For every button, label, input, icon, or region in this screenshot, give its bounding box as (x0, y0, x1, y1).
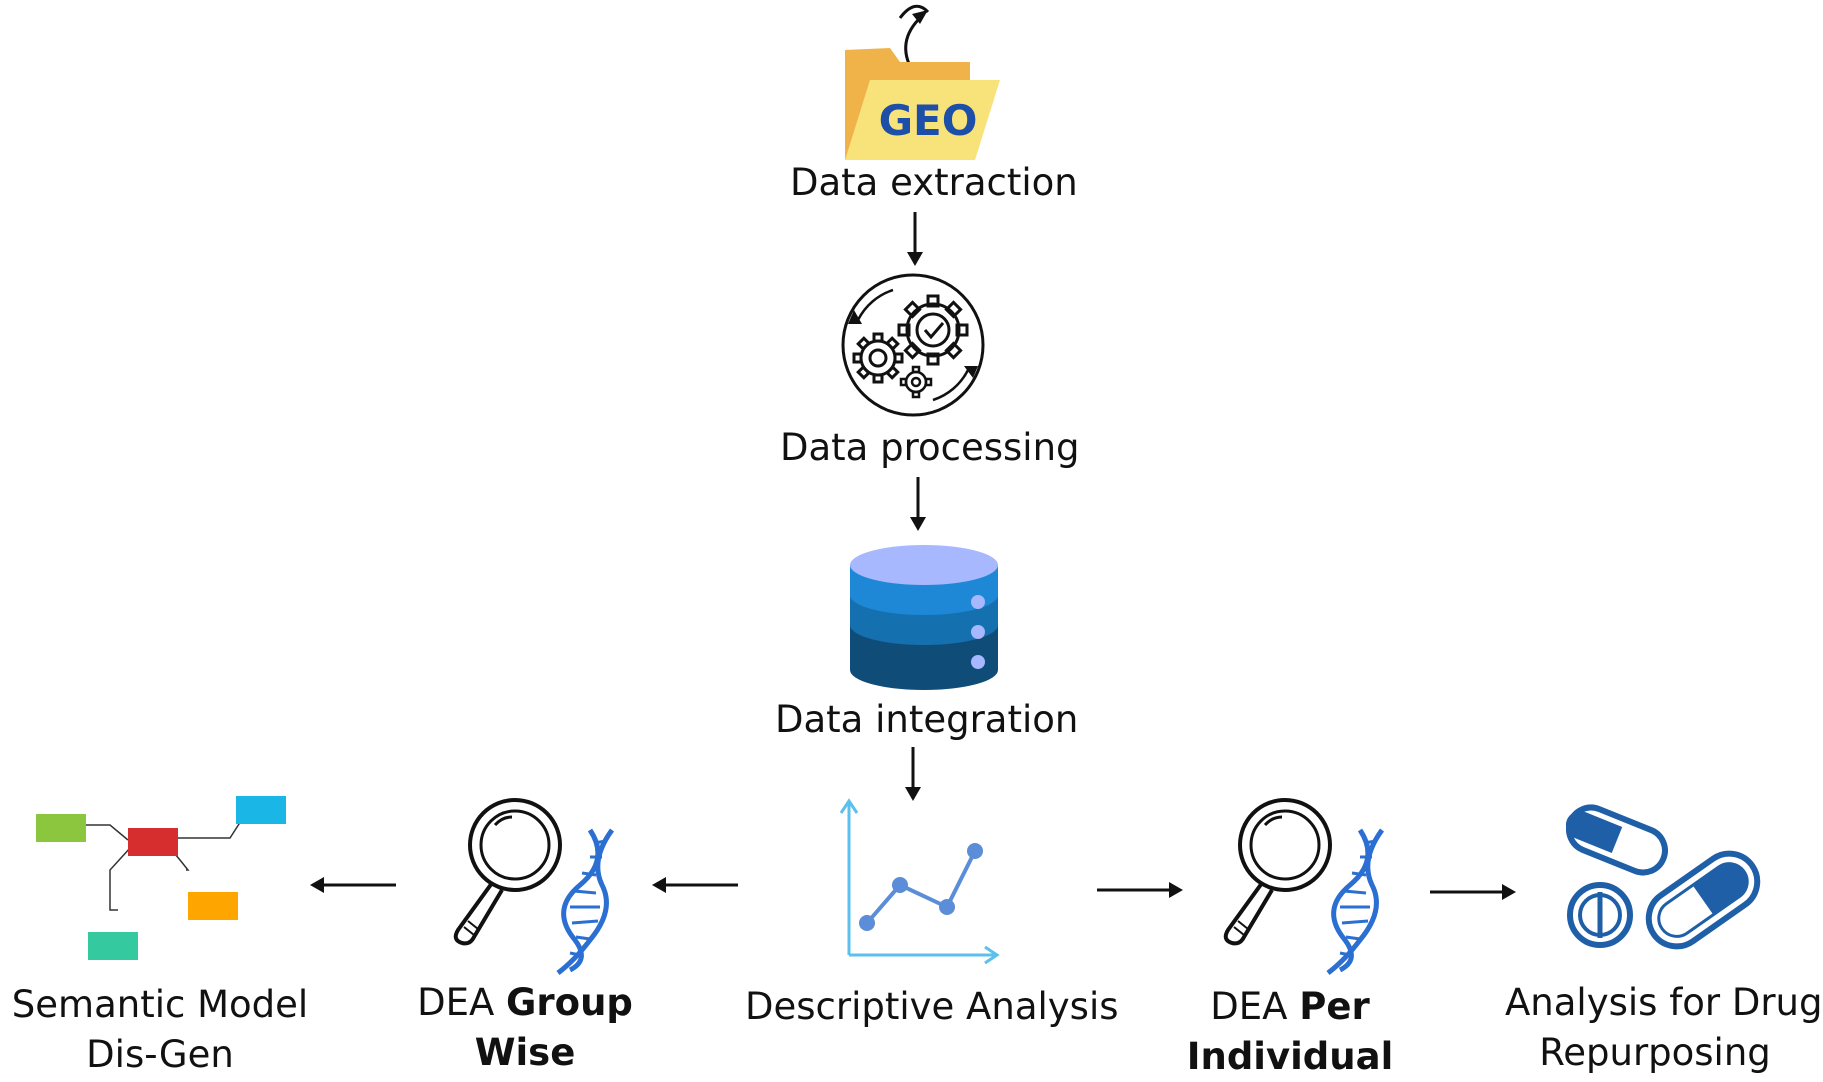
dea-group-wise-label: DEA Group Wise (400, 978, 650, 1078)
arrow-descriptive-to-dea-individual (1097, 882, 1183, 898)
arrow-dea-individual-to-drug (1430, 884, 1516, 900)
semantic-model-label: Semantic Model Dis-Gen (10, 980, 310, 1080)
drug-line2: Repurposing (1539, 1031, 1771, 1074)
geo-folder-icon: GEO (845, 4, 1000, 160)
dea-group-prefix: DEA (417, 981, 507, 1024)
descriptive-analysis-label: Descriptive Analysis (745, 985, 1119, 1028)
arrow-descriptive-to-dea-group (652, 877, 738, 893)
dea-group-bold1: Group (506, 981, 633, 1024)
dea-individual-bold2: Individual (1186, 1035, 1394, 1078)
data-integration-label: Data integration (775, 698, 1079, 741)
drug-line1: Analysis for Drug (1505, 981, 1823, 1024)
line-chart-icon (839, 798, 1000, 965)
arrow-processing-to-integration (910, 477, 926, 531)
dea-individual-bold1: Per (1299, 985, 1370, 1028)
semantic-line2: Dis-Gen (86, 1033, 234, 1076)
arrow-dea-group-to-semantic (310, 877, 396, 893)
magnifier-dna-individual-icon (1223, 798, 1385, 975)
data-extraction-label: Data extraction (790, 161, 1078, 204)
semantic-graph-icon (36, 796, 286, 960)
drug-repurposing-label: Analysis for Drug Repurposing (1505, 978, 1822, 1078)
data-processing-label: Data processing (780, 426, 1080, 469)
magnifier-dna-group-icon (453, 798, 615, 975)
dea-individual-prefix: DEA (1210, 985, 1300, 1028)
arrow-extraction-to-processing (907, 212, 923, 266)
dea-per-individual-label: DEA Per Individual (1165, 982, 1415, 1082)
arrow-integration-to-descriptive (905, 747, 921, 801)
pills-icon (1565, 804, 1761, 950)
gears-processing-icon (841, 273, 985, 417)
geo-logo-text: GEO (879, 96, 978, 145)
semantic-line1: Semantic Model (11, 983, 309, 1026)
dea-group-bold2: Wise (474, 1031, 576, 1074)
database-icon (850, 545, 998, 690)
